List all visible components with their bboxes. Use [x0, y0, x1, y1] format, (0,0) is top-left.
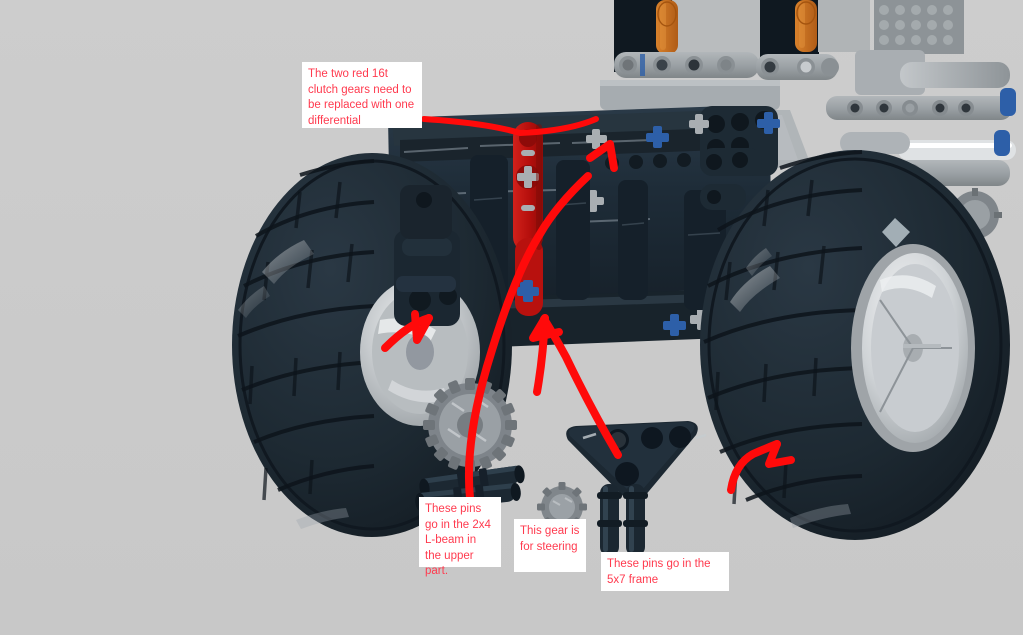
gray-liftarm-row-1: [614, 52, 788, 78]
arrow-pins-to-l-beam: [464, 172, 592, 502]
annotation-note-pins-l-beam: These pins go in the 2x4 L-beam in the u…: [419, 497, 501, 577]
frame-pin-right: [623, 484, 648, 556]
right-wheel-rim: [851, 244, 975, 452]
red-clutch-gear-liftarm: [513, 122, 543, 316]
loose-parts: [415, 378, 707, 556]
shock-absorber-right: [795, 0, 817, 52]
frame-pin-left: [597, 484, 622, 556]
tread-highlight: [882, 218, 910, 247]
arrow-to-clutch-gears: [421, 116, 599, 136]
gray-liftarm-row-2: [756, 54, 839, 80]
arrow-frame-pins-up: [540, 315, 622, 459]
right-suspension-arm: [700, 148, 762, 210]
annotation-arrows: [381, 116, 795, 502]
gray-axle-cross: [517, 166, 539, 188]
shock-absorber-left: [656, 0, 678, 54]
gray-panel: [600, 80, 780, 110]
annotation-note-clutch-gears: The two red 16t clutch gears need to be …: [302, 62, 422, 128]
right-wheel: [700, 148, 1010, 540]
annotation-note-steering-gear: This gear is for steering: [514, 519, 586, 572]
studded-plate: [874, 0, 964, 54]
triangular-frame: [566, 421, 707, 556]
arrow-right-wheel-hook: [727, 440, 781, 494]
annotation-note-pins-5x7-frame: These pins go in the 5x7 frame: [601, 552, 729, 591]
left-steering-housing: [394, 185, 460, 326]
